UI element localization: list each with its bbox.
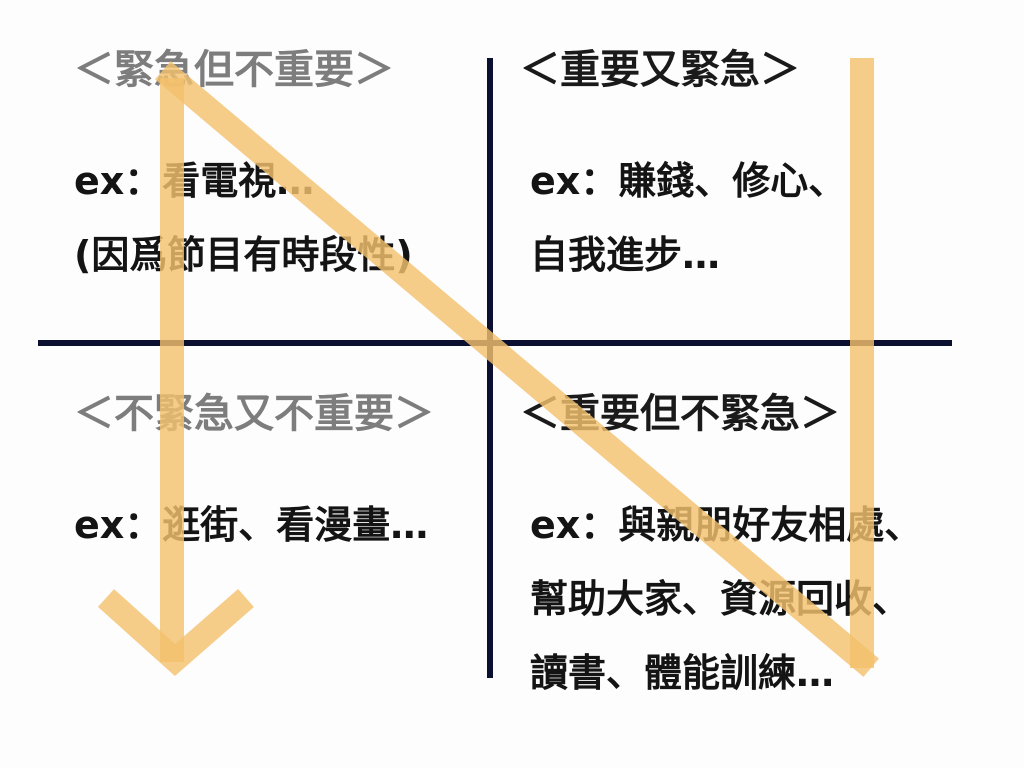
- example-line: ex：逛街、看漫畫…: [74, 503, 429, 547]
- quadrant-title: ＜重要又緊急＞: [520, 47, 800, 93]
- quadrant-title: ＜重要但不緊急＞: [520, 391, 840, 437]
- example-line: 自我進步…: [530, 233, 721, 277]
- example-line: 讀書、體能訓練…: [530, 651, 835, 695]
- quadrant-not-urgent-not-important: ＜不緊急又不重要＞ ex：逛街、看漫畫…: [74, 394, 434, 562]
- quadrant-important-not-urgent: ＜重要但不緊急＞ ex：與親朋好友相處、 幫助大家、資源回收、 讀書、體能訓練…: [520, 394, 922, 710]
- quadrant-title: ＜不緊急又不重要＞: [74, 391, 434, 437]
- example-line: 幫助大家、資源回收、: [530, 577, 911, 621]
- horizontal-axis-line: [38, 340, 952, 346]
- quadrant-title: ＜緊急但不重要＞: [74, 47, 394, 93]
- quadrant-urgent-not-important: ＜緊急但不重要＞ ex：看電視… (因爲節目有時段性): [74, 50, 413, 292]
- example-line: ex：與親朋好友相處、: [530, 503, 923, 547]
- arrow-head-icon: [97, 588, 254, 677]
- example-line: ex：賺錢、修心、: [530, 159, 847, 203]
- example-line: ex：看電視…: [74, 159, 315, 203]
- vertical-axis-line: [487, 58, 493, 678]
- quadrant-important-urgent: ＜重要又緊急＞ ex：賺錢、修心、 自我進步…: [520, 50, 846, 292]
- example-line: (因爲節目有時段性): [74, 233, 413, 277]
